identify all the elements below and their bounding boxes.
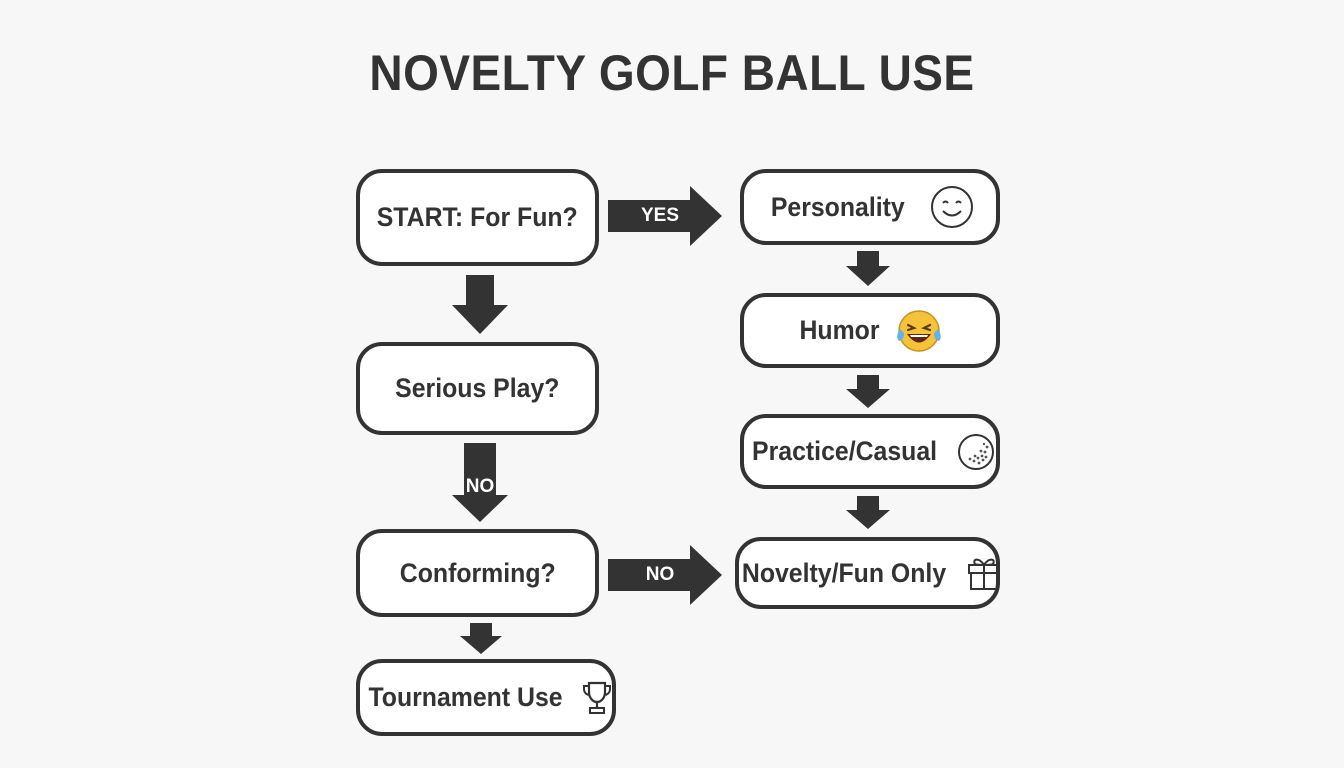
gift-icon [966,554,1002,592]
node-serious-play: Serious Play? [356,342,599,435]
diagram-title: NOVELTY GOLF BALL USE [369,45,975,101]
golf-ball-icon [956,432,996,472]
node-tournament-use-label: Tournament Use [368,682,564,712]
arrow-serious-to-conforming [452,443,508,522]
arrow-personality-to-humor [846,251,890,286]
node-tournament-use: Tournament Use [356,659,616,736]
edge-label-yes: YES [640,205,680,226]
laughing-emoji-icon [893,307,945,355]
smiley-icon [929,184,975,230]
node-personality: Personality [740,169,1000,245]
node-serious-play-label: Serious Play? [395,373,560,403]
node-conforming: Conforming? [356,529,599,617]
node-conforming-label: Conforming? [399,557,556,588]
node-humor: Humor [740,293,1000,368]
arrow-conforming-to-tournament [460,623,502,654]
node-practice-casual: Practice/Casual [740,414,1000,489]
arrow-practice-to-novelty [846,496,890,529]
node-start: START: For Fun? [356,169,599,266]
node-novelty-fun-only: Novelty/Fun Only [735,537,1000,609]
node-novelty-fun-only-label: Novelty/Fun Only [742,557,947,588]
trophy-icon [582,680,612,716]
edge-label-no-serious: NO [465,476,495,497]
node-humor-label: Humor [798,315,880,345]
node-start-label: START: For Fun? [377,202,578,232]
node-personality-label: Personality [771,191,905,222]
arrow-conforming-to-novelty [608,545,722,605]
arrow-start-to-serious [452,275,508,334]
edge-label-no-novelty: NO [645,564,675,585]
arrow-start-to-personality [608,186,722,246]
arrow-humor-to-practice [846,375,890,408]
node-practice-casual-label: Practice/Casual [752,436,938,466]
